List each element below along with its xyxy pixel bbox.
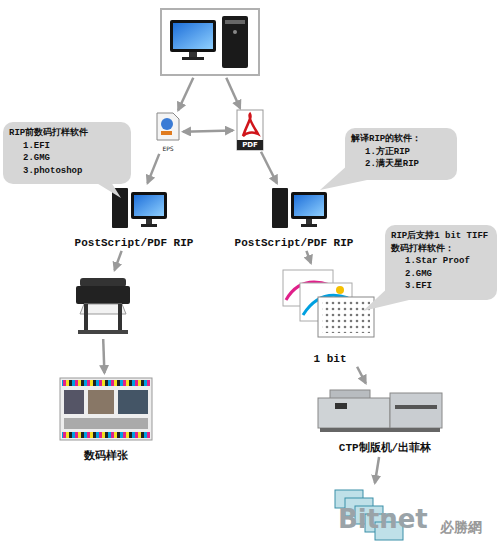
stand	[306, 219, 312, 224]
ctp-machine: CTP制版机/出菲林	[312, 385, 458, 455]
flow-arrow	[178, 78, 193, 110]
proof-image	[88, 390, 114, 414]
color-bar	[62, 432, 150, 438]
printer-body	[76, 286, 130, 304]
drive	[225, 20, 245, 24]
callout-heading: 解译RIP的软件：	[351, 133, 451, 146]
processor-unit	[390, 393, 442, 428]
paper-roll	[80, 278, 126, 287]
flow-arrow	[375, 457, 379, 483]
sheet	[60, 378, 152, 440]
flow-arrow	[261, 152, 277, 183]
base	[141, 224, 157, 227]
pdf-file-icon	[237, 110, 263, 150]
page-shape	[157, 113, 179, 140]
pdf-icon: PDF	[235, 110, 265, 150]
tower	[222, 16, 248, 68]
plate-slot	[395, 405, 437, 409]
flow-arrow	[357, 367, 366, 383]
screen	[294, 195, 324, 216]
proof-sample: 数码样张	[58, 375, 154, 463]
halftone-dots	[322, 301, 370, 333]
callout-item: 1.Star Proof	[405, 255, 491, 268]
stand	[146, 219, 152, 224]
flow-arrow	[115, 251, 122, 270]
proof-text-block	[64, 418, 148, 429]
bubble-body	[3, 122, 131, 184]
callout-heading: RIP前数码打样软件	[9, 127, 125, 140]
printer	[72, 272, 132, 337]
node-label: EPS	[162, 145, 173, 152]
node-label: PostScript/PDF RIP	[75, 237, 194, 249]
base	[301, 224, 317, 227]
flow-arrow	[148, 154, 160, 183]
node-label: CTP制版机/出菲林	[339, 440, 431, 455]
bubble-body	[385, 225, 497, 300]
rip-server-right	[272, 188, 327, 228]
machine-feet	[320, 428, 440, 432]
node-label: PostScript/PDF RIP	[235, 237, 354, 249]
eps-icon: EPS	[155, 112, 181, 152]
tower	[112, 188, 128, 228]
tower	[272, 188, 288, 228]
tiff-card	[318, 297, 374, 337]
bubble-body	[345, 128, 457, 180]
control-panel	[335, 403, 347, 409]
flow-arrow	[103, 339, 104, 373]
proof-image	[64, 390, 84, 414]
callout-item: 2.GMG	[23, 152, 125, 165]
desktop-computer	[170, 16, 248, 68]
callout-heading: RIP后支持1 bit TIFF数码打样软件：	[391, 230, 491, 255]
large-format-printer	[76, 278, 130, 334]
tiff-art	[336, 286, 344, 294]
watermark: Bitnet	[338, 504, 428, 534]
rip-server: PostScript/PDF RIP	[68, 185, 200, 249]
computer-box	[160, 8, 260, 76]
callout-item: 1.方正RIP	[365, 146, 451, 159]
callout-item: 3.EFI	[405, 280, 491, 293]
page-shape	[237, 110, 263, 150]
leg	[84, 304, 88, 331]
color-bar	[62, 380, 150, 386]
node-label: PDF	[242, 141, 258, 149]
stand-base	[78, 330, 128, 334]
screen	[173, 23, 213, 49]
power-button	[233, 30, 237, 34]
monitor	[291, 192, 327, 219]
node-label: 1 bit	[313, 353, 346, 365]
node-label: 数码样张	[84, 448, 128, 463]
callout-bubble: RIP前数码打样软件1.EFI2.GMG3.photoshop	[3, 122, 131, 184]
one-bit-images: 1 bit	[280, 265, 380, 365]
base	[182, 57, 204, 60]
flow-arrow	[226, 78, 240, 108]
watermark: 必勝網	[440, 519, 482, 537]
machine-body	[318, 398, 390, 428]
stand	[189, 52, 197, 57]
icon-bar	[161, 131, 172, 135]
flow-arrow	[306, 251, 310, 263]
callout-item: 2.GMG	[405, 268, 491, 281]
icon-blob	[161, 118, 173, 130]
callout-item: 2.满天星RIP	[365, 158, 451, 171]
callout-bubble: RIP后支持1 bit TIFF数码打样软件：1.Star Proof2.GMG…	[385, 225, 497, 300]
ctp-machine	[318, 390, 442, 432]
callout-item: 3.photoshop	[23, 165, 125, 178]
rip-server-left	[112, 188, 167, 228]
acrobat-swirl	[243, 114, 258, 136]
rip-server: PostScript/PDF RIP	[228, 185, 360, 249]
bubble-tail	[95, 182, 121, 198]
proof-image	[118, 390, 148, 414]
monitor	[131, 192, 167, 219]
flow-arrow	[183, 130, 233, 131]
proof-sheet	[60, 378, 152, 440]
leg	[118, 304, 122, 331]
monitor	[170, 20, 216, 52]
screen	[134, 195, 164, 216]
eps-file-icon	[157, 113, 179, 140]
callout-item: 1.EFI	[23, 140, 125, 153]
one-bit-tiff-images	[283, 270, 374, 337]
label-band	[237, 140, 263, 150]
callout-bubble: 解译RIP的软件：1.方正RIP2.满天星RIP	[345, 128, 457, 180]
